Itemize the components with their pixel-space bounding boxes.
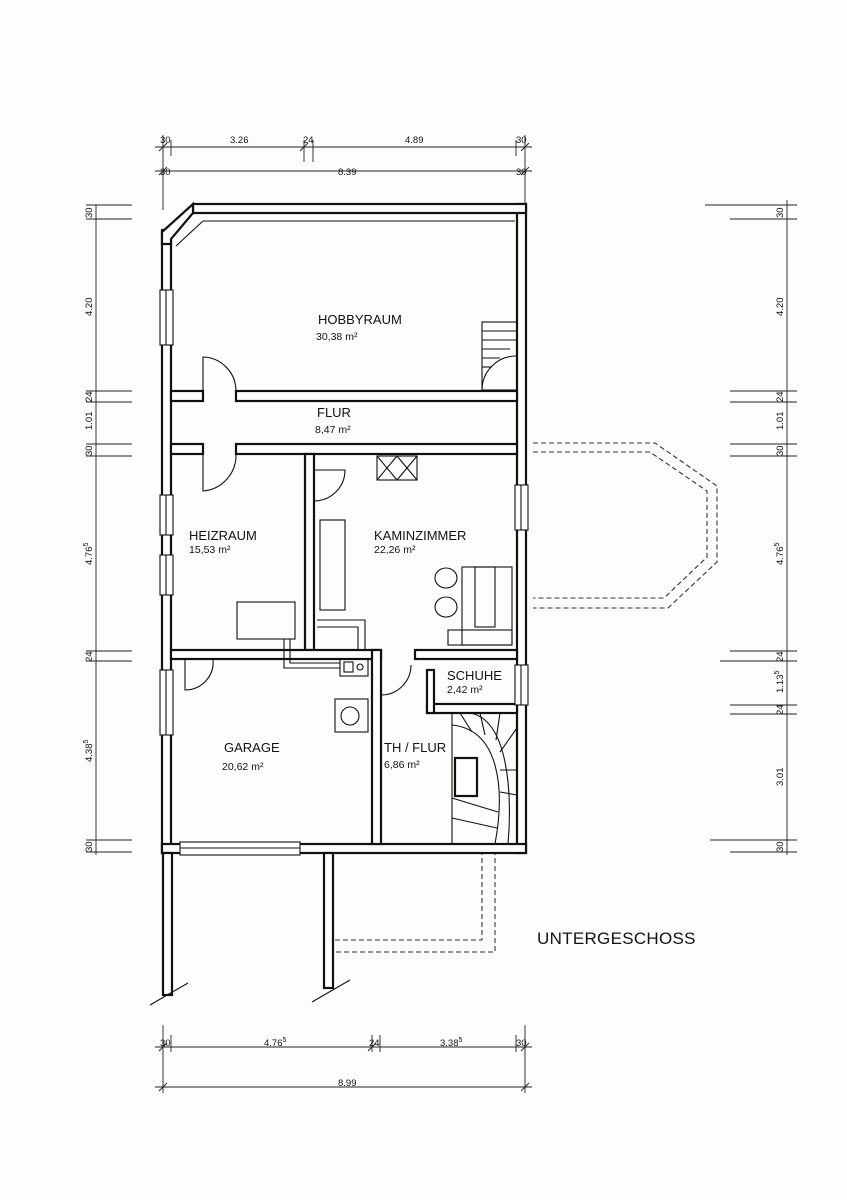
room-area-thflur: 6,86 m²: [384, 759, 420, 771]
dimension-bottom: [155, 1025, 532, 1093]
dim-right-i: 24: [775, 704, 786, 715]
terrace-outline: [533, 442, 718, 609]
dimension-left: [86, 204, 132, 855]
dim-top-1-e: 30: [516, 135, 527, 146]
dim-left-g: 24: [84, 651, 95, 662]
dim-left-f: 4.765: [83, 543, 95, 566]
dim-left-e: 30: [84, 445, 95, 456]
dim-right-f: 4.765: [774, 543, 786, 566]
room-name-thflur: TH / FLUR: [384, 740, 446, 755]
dim-top-1-b: 3.26: [230, 135, 249, 146]
room-area-flur: 8,47 m²: [315, 424, 351, 436]
dim-bottom-1-a: 30: [160, 1038, 171, 1049]
dim-left-a: 30: [84, 207, 95, 218]
room-name-hobbyraum: HOBBYRAUM: [318, 312, 402, 327]
dim-top-1-d: 4.89: [405, 135, 424, 146]
dim-left-h: 4.385: [83, 740, 95, 763]
dim-right-b: 4.20: [775, 298, 786, 317]
room-area-kaminzimmer: 22,26 m²: [374, 544, 416, 556]
dim-left-d: 1.01: [84, 412, 95, 431]
dim-top-1-a: 30: [160, 135, 171, 146]
heizraum-boiler: [236, 601, 340, 669]
stair-thflur: [451, 712, 518, 845]
dim-right-j: 3.01: [775, 768, 786, 787]
room-area-heizraum: 15,53 m²: [189, 544, 231, 556]
garage-appliances: [334, 658, 369, 733]
room-area-schuhe: 2,42 m²: [447, 684, 483, 696]
room-name-garage: GARAGE: [224, 740, 280, 755]
dim-right-e: 30: [775, 445, 786, 456]
dim-top-2-a: 30: [160, 167, 171, 178]
dim-right-c: 24: [775, 391, 786, 402]
dim-left-i: 30: [84, 841, 95, 852]
dim-top-2-b: 8.39: [338, 167, 357, 178]
fireplace-hatch: [376, 455, 418, 481]
room-name-kaminzimmer: KAMINZIMMER: [374, 528, 466, 543]
dim-right-g: 1.135: [774, 671, 786, 694]
dim-top-1-c: 24: [303, 135, 314, 146]
dim-right-a: 30: [775, 207, 786, 218]
dim-right-h: 24: [775, 651, 786, 662]
interior-walls: [169, 389, 519, 846]
dimension-right: [705, 200, 797, 855]
kamin-furniture: [317, 519, 513, 650]
dim-bottom-1-e: 30: [516, 1038, 527, 1049]
stair-hobbyraum: [481, 321, 518, 391]
dim-right-k: 30: [775, 841, 786, 852]
windows: [159, 220, 529, 856]
dim-bottom-2-a: 8.99: [338, 1078, 357, 1089]
carport-posts: [149, 851, 351, 1006]
dim-bottom-1-b: 4.765: [264, 1037, 287, 1049]
room-name-flur: FLUR: [317, 405, 351, 420]
plan-title: UNTERGESCHOSS: [537, 929, 696, 948]
room-name-heizraum: HEIZRAUM: [189, 528, 257, 543]
dim-left-b: 4.20: [84, 298, 95, 317]
dim-left-c: 24: [84, 391, 95, 402]
room-name-schuhe: SCHUHE: [447, 668, 502, 683]
dimension-top: [155, 135, 532, 210]
room-area-hobbyraum: 30,38 m²: [316, 331, 358, 343]
dim-bottom-1-c: 24: [369, 1038, 380, 1049]
dim-right-d: 1.01: [775, 412, 786, 431]
entrance-steps-outline: [333, 850, 496, 953]
room-area-garage: 20,62 m²: [222, 761, 264, 773]
dim-bottom-1-d: 3.385: [440, 1037, 463, 1049]
dim-top-2-c: 30: [516, 167, 527, 178]
